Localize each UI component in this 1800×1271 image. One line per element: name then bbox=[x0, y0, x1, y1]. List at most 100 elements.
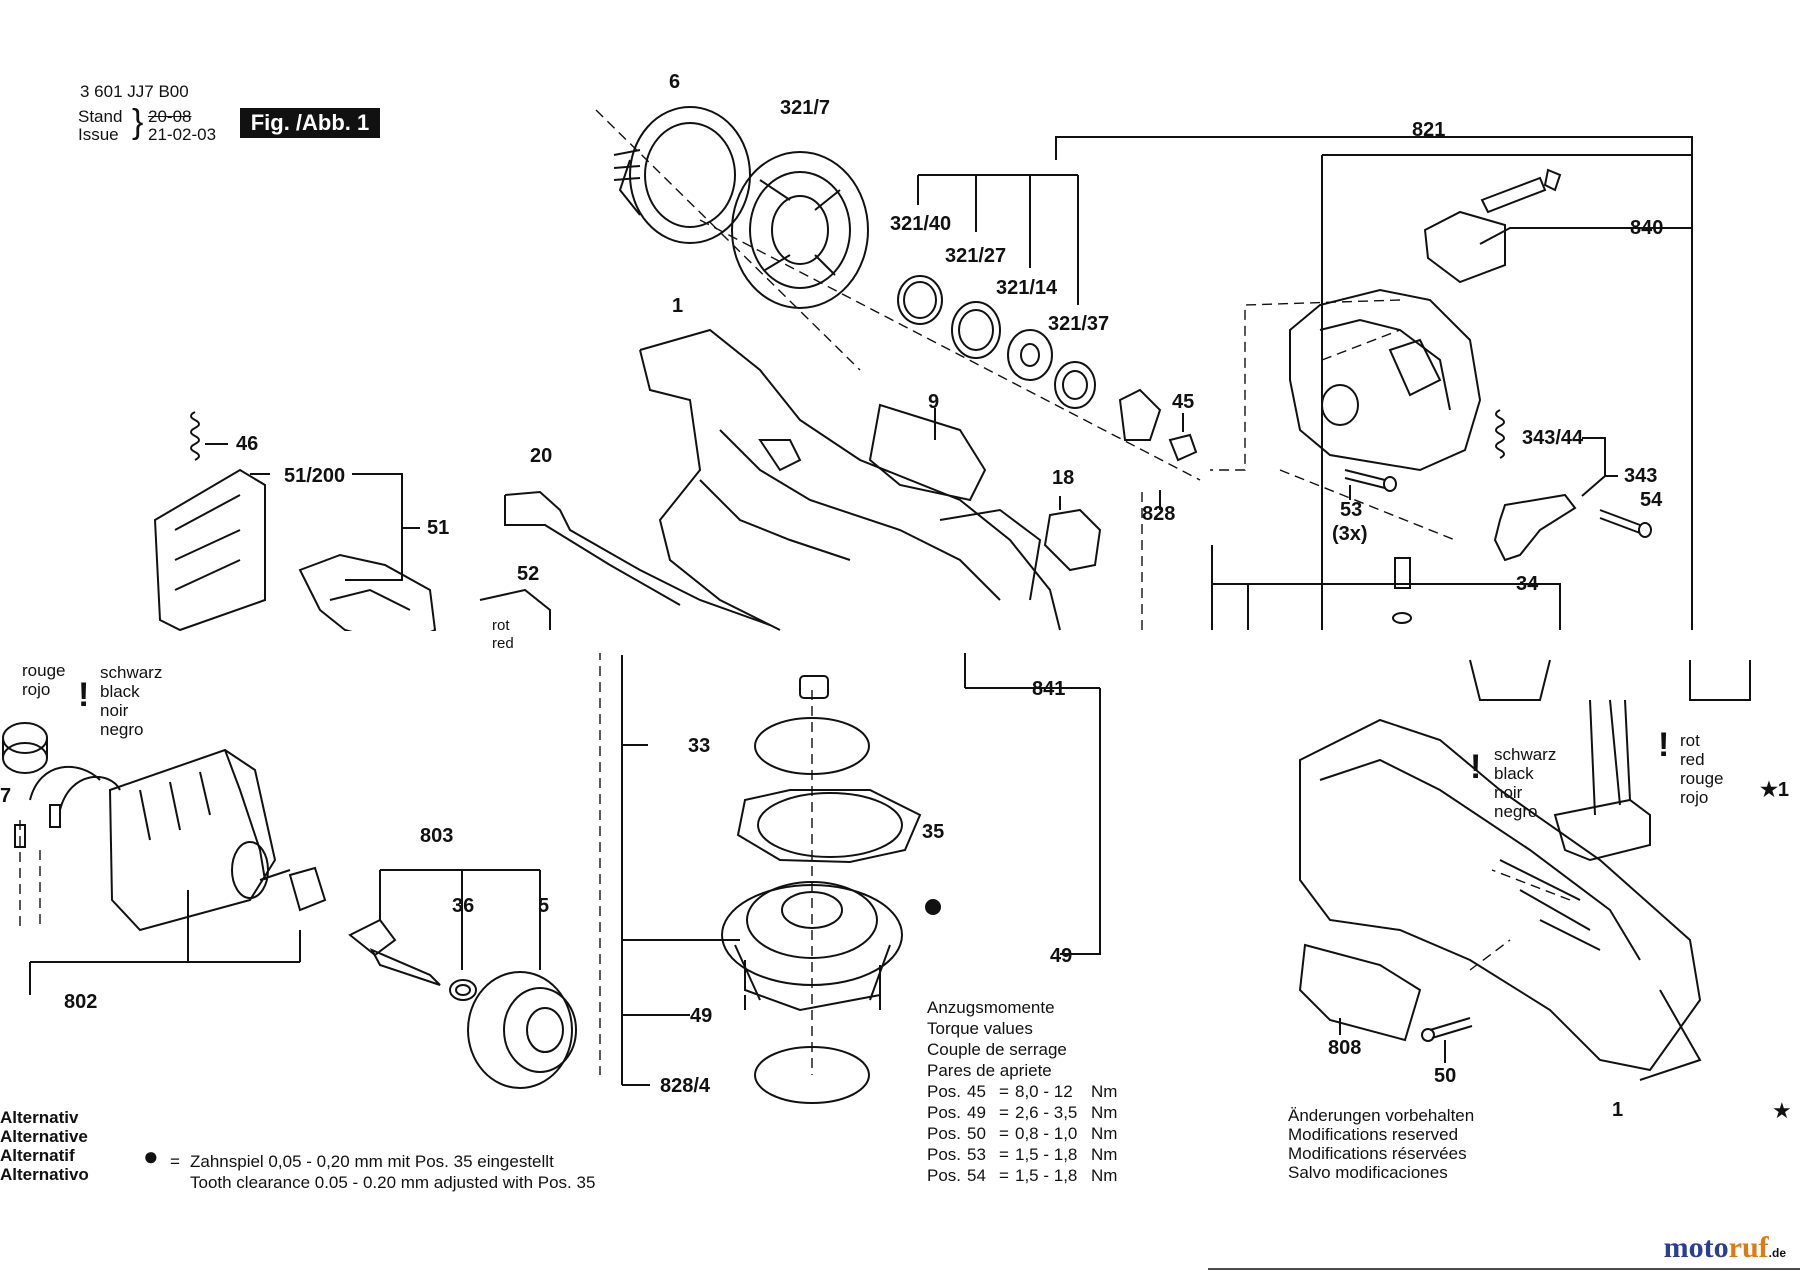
bracket-821 bbox=[1055, 136, 1693, 630]
torque-num: 50 bbox=[967, 1124, 986, 1143]
torque-pos: Pos. bbox=[927, 1103, 962, 1122]
part-label: 343/44 bbox=[1522, 427, 1584, 449]
fragment-red: red bbox=[492, 635, 514, 652]
note-line-de: Zahnspiel 0,05 - 0,20 mm mit Pos. 35 ein… bbox=[190, 1152, 554, 1171]
disclaimer-line: Salvo modificaciones bbox=[1288, 1163, 1448, 1182]
wire-label-red-left: rouge rojo bbox=[22, 660, 65, 699]
torque-num: 54 bbox=[967, 1166, 986, 1185]
warning-exclamation-icon: ! bbox=[1658, 726, 1670, 764]
part-321-7 bbox=[731, 151, 869, 309]
disclaimer: Änderungen vorbehalten Modifications res… bbox=[1288, 1105, 1475, 1182]
alternative-word: Alternatif bbox=[0, 1146, 75, 1165]
disclaimer-line: Änderungen vorbehalten bbox=[1288, 1106, 1475, 1125]
part-label: 6 bbox=[669, 71, 681, 93]
torque-value: 8,0 - 12 bbox=[1015, 1082, 1073, 1101]
part-label: ★1 bbox=[1760, 779, 1790, 801]
wire-word: rouge bbox=[1680, 769, 1724, 788]
wire-word: black bbox=[100, 682, 140, 701]
housing-1-top bbox=[639, 328, 1061, 631]
disclaimer-line: Modifications reserved bbox=[1288, 1125, 1459, 1144]
part-label: 5 bbox=[538, 895, 550, 917]
part-label: 802 bbox=[64, 991, 98, 1013]
part-label: 36 bbox=[452, 895, 475, 917]
torque-title-line: Pares de apriete bbox=[927, 1061, 1052, 1080]
oring-33 bbox=[754, 717, 870, 775]
torque-eq: = bbox=[999, 1103, 1009, 1122]
torque-eq: = bbox=[999, 1082, 1009, 1101]
part-label: 7 bbox=[0, 785, 12, 807]
part-label: 321/37 bbox=[1048, 313, 1110, 335]
wire-word: schwarz bbox=[100, 663, 163, 682]
brand-moto: moto bbox=[1663, 1231, 1729, 1264]
torque-pos: Pos. bbox=[927, 1082, 962, 1101]
part-label: 20 bbox=[530, 445, 553, 467]
wire-label-black-right: schwarz black noir negro bbox=[1494, 744, 1557, 821]
issue-date: 21-02-03 bbox=[148, 125, 217, 144]
part-label: 841 bbox=[1032, 678, 1066, 700]
part-label: 51 bbox=[427, 517, 450, 539]
clearance-bullet bbox=[925, 899, 941, 915]
part-20 bbox=[504, 490, 771, 626]
part-label: 18 bbox=[1052, 467, 1075, 489]
brand-ruf: ruf bbox=[1728, 1231, 1769, 1264]
wire-label-red-right: rot red rouge rojo bbox=[1680, 730, 1724, 807]
oring-828-4 bbox=[754, 1046, 870, 1104]
torque-unit: Nm bbox=[1091, 1082, 1118, 1101]
torque-value: 1,5 - 1,8 bbox=[1015, 1145, 1078, 1164]
figure-badge: Fig. /Abb. 1 bbox=[240, 108, 380, 138]
wire-word: red bbox=[1680, 750, 1705, 769]
doc-number: 3 601 JJ7 B00 bbox=[80, 82, 189, 101]
part-label: 34 bbox=[1516, 573, 1539, 595]
wire-label-black-left: schwarz black noir negro bbox=[100, 662, 163, 739]
torque-value: 1,5 - 1,8 bbox=[1015, 1166, 1078, 1185]
warning-exclamation-icon: ! bbox=[78, 676, 90, 714]
wire-word: noir bbox=[100, 701, 129, 720]
pin-840 bbox=[1480, 176, 1547, 214]
torque-eq: = bbox=[999, 1166, 1009, 1185]
disclaimer-line: Modifications réservées bbox=[1288, 1144, 1467, 1163]
torque-value: 2,6 - 3,5 bbox=[1015, 1103, 1078, 1122]
torque-row: Pos. 45 = 8,0 - 12 Nm bbox=[927, 1081, 1127, 1102]
part-label: 9 bbox=[928, 391, 940, 413]
torque-row: Pos. 49 = 2,6 - 3,5 Nm bbox=[927, 1102, 1127, 1123]
part-label: 52 bbox=[517, 563, 540, 585]
part-label: 321/7 bbox=[780, 97, 831, 119]
part-label: 1 bbox=[672, 295, 684, 317]
torque-eq: = bbox=[999, 1124, 1009, 1143]
part-label: 343 bbox=[1624, 465, 1658, 487]
module-51 bbox=[153, 468, 437, 647]
wire-word: black bbox=[1494, 764, 1534, 783]
part-label: 33 bbox=[688, 735, 711, 757]
torque-pos: Pos. bbox=[927, 1145, 962, 1164]
wire-word: rojo bbox=[1680, 788, 1709, 807]
part-label: 45 bbox=[1172, 391, 1195, 413]
torque-unit: Nm bbox=[1091, 1124, 1118, 1143]
stand-label: Stand bbox=[78, 107, 123, 126]
torque-num: 45 bbox=[967, 1082, 986, 1101]
part-label: 54 bbox=[1640, 489, 1663, 511]
wire-word: noir bbox=[1494, 783, 1523, 802]
part-label: 49 bbox=[690, 1005, 713, 1027]
switch-840 bbox=[1423, 210, 1506, 284]
wire-word: schwarz bbox=[1494, 745, 1557, 764]
torque-unit: Nm bbox=[1091, 1103, 1118, 1122]
note-line-en: Tooth clearance 0.05 - 0.20 mm adjusted … bbox=[190, 1173, 596, 1192]
star-icon: ★ bbox=[1772, 1098, 1792, 1123]
brand-logo: motoruf.de bbox=[1664, 1231, 1786, 1265]
part-label: 1 bbox=[1612, 1099, 1624, 1121]
wire-word: negro bbox=[100, 720, 144, 739]
part-18 bbox=[1043, 508, 1102, 572]
part-label: 50 bbox=[1434, 1065, 1457, 1087]
part-6 bbox=[613, 106, 751, 244]
note-bullet-icon: ● bbox=[143, 1141, 159, 1171]
brand-tld: .de bbox=[1768, 1246, 1786, 1260]
nut-841 bbox=[799, 675, 829, 699]
torque-num: 49 bbox=[967, 1103, 986, 1122]
part-label: 321/40 bbox=[890, 213, 952, 235]
part-label: 808 bbox=[1328, 1037, 1362, 1059]
torque-title-line: Torque values bbox=[927, 1019, 1033, 1038]
note-equals: = bbox=[170, 1152, 180, 1171]
torque-unit: Nm bbox=[1091, 1166, 1118, 1185]
